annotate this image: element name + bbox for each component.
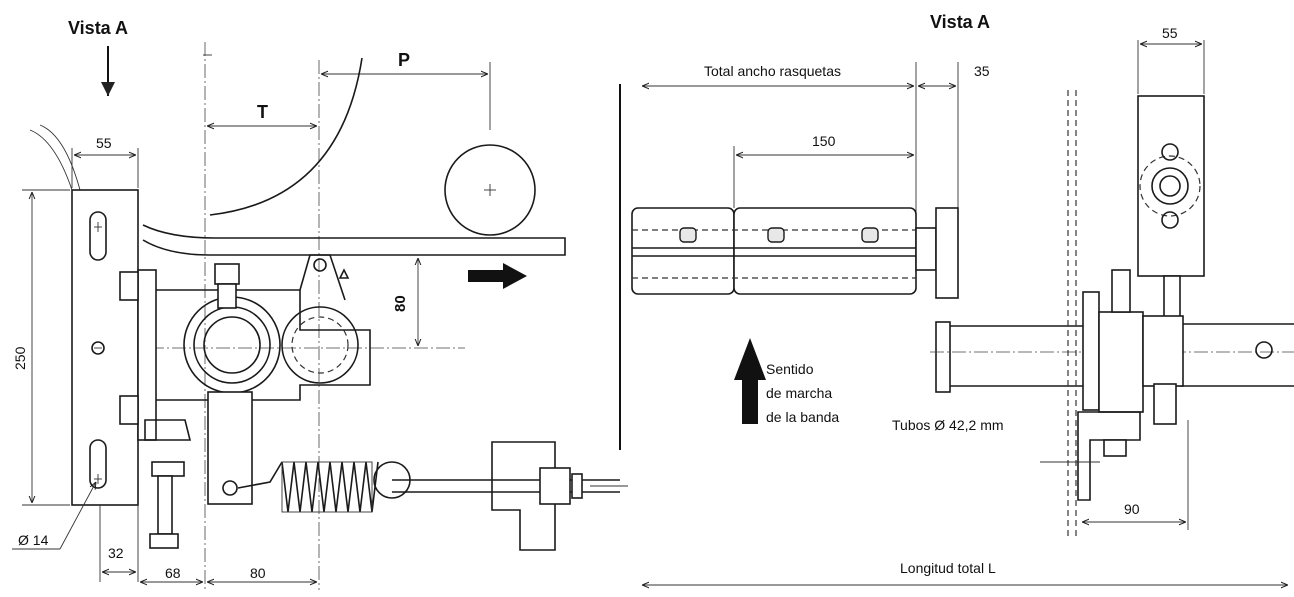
conveyor-belt — [142, 224, 566, 256]
belt-direction-arrow-up — [734, 338, 766, 424]
drum-arc — [209, 57, 363, 216]
label-t: T — [257, 102, 268, 122]
direction-line-2: de marcha — [766, 385, 832, 401]
label-32: 32 — [108, 545, 124, 561]
label-total-length: Longitud total L — [900, 560, 996, 576]
label-90: 90 — [1124, 501, 1140, 517]
belt-direction-arrow — [468, 263, 527, 289]
scraper-blades — [631, 207, 917, 295]
left-view-title: Vista A — [68, 18, 128, 38]
slot-top — [89, 211, 107, 261]
label-150: 150 — [812, 133, 836, 149]
tension-lever — [207, 391, 253, 505]
label-80-vertical: 80 — [392, 295, 409, 312]
slot-bottom — [89, 439, 107, 489]
left-view: Vista A T P 80 — [12, 18, 628, 590]
tension-spring — [237, 461, 411, 513]
label-55-left: 55 — [96, 135, 112, 151]
bracket-flange — [137, 269, 157, 441]
label-80-horizontal: 80 — [250, 565, 266, 581]
label-total-width: Total ancho rasquetas — [704, 63, 841, 79]
right-view-title: Vista A — [930, 12, 990, 32]
label-35: 35 — [974, 63, 990, 79]
direction-line-3: de la banda — [766, 409, 839, 425]
label-68: 68 — [165, 565, 181, 581]
direction-line-1: Sentido — [766, 361, 814, 377]
right-view: Vista A Total ancho rasquetas 35 150 — [631, 12, 1294, 585]
return-roller — [444, 144, 536, 236]
upper-bracket — [1137, 95, 1205, 277]
label-250: 250 — [12, 346, 28, 370]
label-55-right: 55 — [1162, 25, 1178, 41]
label-p: P — [398, 50, 410, 70]
label-diameter-14: Ø 14 — [18, 532, 49, 548]
tubes-label: Tubos Ø 42,2 mm — [892, 417, 1004, 433]
mounting-plate — [71, 189, 139, 506]
